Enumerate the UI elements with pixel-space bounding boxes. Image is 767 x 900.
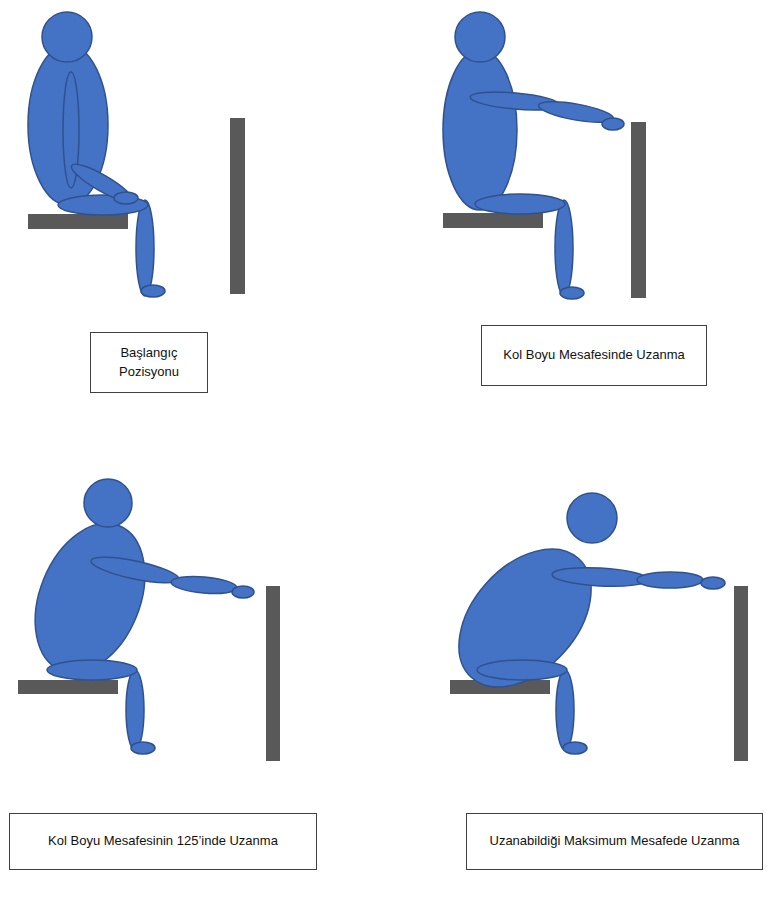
caption-text: Başlangıç Pozisyonu: [99, 344, 199, 382]
caption-text: Kol Boyu Mesafesinin 125’inde Uzanma: [48, 832, 278, 851]
caption-box: Kol Boyu Mesafesinde Uzanma: [481, 325, 707, 386]
caption-text: Kol Boyu Mesafesinde Uzanma: [503, 346, 684, 365]
caption-text: Uzanabildiği Maksimum Mesafede Uzanma: [490, 832, 740, 851]
caption-box: Kol Boyu Mesafesinin 125’inde Uzanma: [9, 813, 317, 870]
seated-figure: [443, 12, 646, 299]
seated-figure: [433, 493, 748, 761]
caption-box: Başlangıç Pozisyonu: [90, 332, 208, 393]
caption-box: Uzanabildiği Maksimum Mesafede Uzanma: [466, 813, 763, 870]
seated-figure: [14, 479, 280, 761]
seated-figure: [28, 12, 245, 297]
